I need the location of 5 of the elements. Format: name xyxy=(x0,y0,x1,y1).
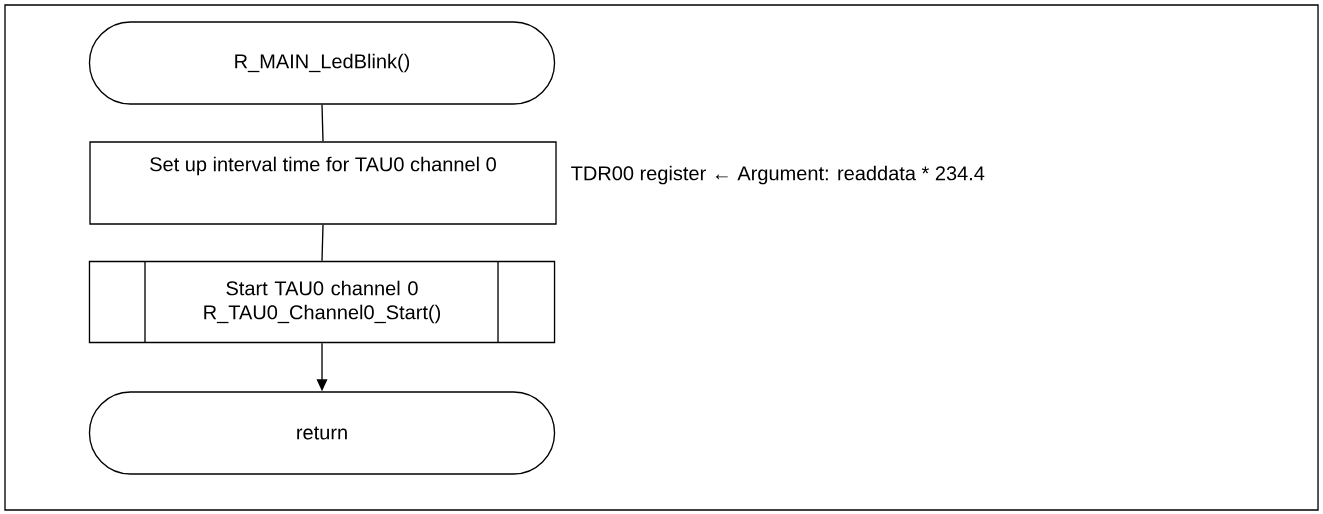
annotation-text: TDR00 register ← Argument: readdata * 234.4 xyxy=(571,165,985,185)
subroutine-box: Start TAU0 channel 0 R_TAU0_Channel0_Start() xyxy=(88,260,556,344)
connector-line xyxy=(321,224,324,262)
connector-line xyxy=(321,104,324,142)
process-box: Set up interval time for TAU0 channel 0 xyxy=(89,141,557,225)
